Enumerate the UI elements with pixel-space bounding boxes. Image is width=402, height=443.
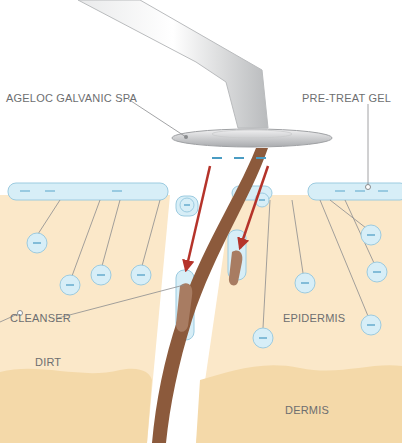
epidermis-left <box>0 195 170 443</box>
gel-layer <box>308 183 402 200</box>
part-label: PRE-TREAT GEL <box>302 92 391 105</box>
current-arrow <box>240 166 268 248</box>
leader-dot <box>366 185 371 190</box>
gel-layer <box>8 183 168 200</box>
leader-lines <box>0 99 368 322</box>
charge-dashes <box>212 157 266 159</box>
gel-blob <box>176 196 198 216</box>
leader-dot <box>184 135 188 139</box>
part-label: AGELOC GALVANIC SPA <box>6 92 137 105</box>
part-label: DERMIS <box>285 404 329 417</box>
part-label: CLEANSER <box>10 312 71 325</box>
ion-circles <box>27 193 387 348</box>
device-shaft <box>78 0 268 128</box>
device-head-ring <box>212 130 292 138</box>
dermis-right <box>196 365 402 443</box>
current-arrow <box>186 166 210 270</box>
device-head <box>172 129 332 147</box>
part-label: EPIDERMIS <box>283 312 345 325</box>
dermis-left <box>0 369 152 443</box>
dirt-particle <box>176 283 192 332</box>
hair-shaft <box>152 148 268 443</box>
part-label: DIRT <box>35 356 61 369</box>
dirt-particle <box>229 250 242 285</box>
